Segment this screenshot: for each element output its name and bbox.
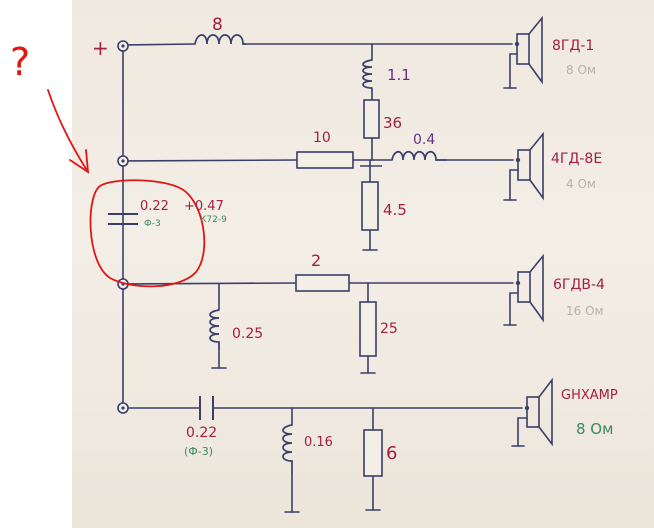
label-r-bottom: 6	[386, 443, 397, 464]
resistor-6	[363, 429, 383, 477]
resistor-25	[359, 301, 377, 357]
speaker-contacts	[514, 41, 530, 411]
speaker-1-impedance: 8 Ом	[566, 63, 596, 77]
speaker-2-impedance: 4 Ом	[566, 177, 596, 191]
paper-sheet	[72, 0, 654, 528]
spk4-ground	[517, 417, 528, 447]
label-cap-left-add: +0.47	[184, 199, 224, 214]
inductor-bottom	[282, 424, 293, 474]
label-cap-bottom-type: (Ф-3)	[184, 445, 213, 458]
speakers	[516, 15, 553, 447]
third-wire-left	[122, 282, 297, 285]
spk3-ground	[509, 292, 519, 326]
speaker-4-model: GHXAMP	[561, 388, 618, 403]
plus-label: +	[92, 36, 109, 60]
inductor-top	[194, 34, 246, 45]
capacitor-left	[108, 213, 138, 225]
capacitors	[108, 213, 214, 420]
label-l-bottom: 0.16	[304, 435, 333, 450]
speaker-1-model: 8ГД-1	[552, 38, 594, 54]
inductor-top-right	[362, 59, 373, 89]
label-l-third: 0.25	[232, 326, 263, 342]
spk2-ground	[509, 169, 519, 201]
labels: ? + 8 1.1 36 10 0.4 4.5 0.22 +0.47 Ф-3 К…	[10, 15, 618, 464]
label-cap-bottom: 0.22	[186, 425, 217, 441]
label-r-top-right: 36	[383, 114, 402, 132]
label-l-top-right: 1.1	[387, 66, 411, 84]
label-cap-left: 0.22	[140, 199, 169, 214]
inductor-third	[209, 309, 220, 350]
label-r-mid: 10	[313, 130, 331, 146]
label-r-third: 2	[311, 251, 321, 270]
speaker-2-icon	[517, 131, 544, 201]
wires	[122, 43, 528, 513]
resistor-10	[296, 151, 354, 169]
highlight-circle	[89, 179, 206, 288]
label-cap-left-type1: Ф-3	[144, 219, 161, 229]
arrow-head	[69, 149, 90, 174]
spk1-ground	[509, 53, 518, 89]
label-r-mid-down: 4.5	[383, 201, 407, 219]
top-wire-left	[122, 43, 196, 46]
resistor-2	[295, 274, 350, 292]
label-r-third-down: 25	[380, 321, 398, 337]
red-annotation	[47, 89, 206, 288]
mid-wire-left	[122, 159, 298, 162]
resistor-36	[363, 99, 380, 139]
label-cap-left-type2: К72-9	[200, 215, 227, 225]
speaker-4-icon	[526, 377, 553, 447]
resistors	[295, 99, 383, 477]
speaker-4-impedance: 8 Ом	[576, 420, 613, 438]
speaker-1-icon	[516, 15, 543, 85]
pointer-arrow	[47, 89, 89, 173]
inductor-mid	[391, 150, 447, 161]
inductors	[194, 34, 447, 474]
question-mark: ?	[10, 40, 30, 84]
label-l-top: 8	[212, 15, 223, 35]
resistor-4-5	[361, 181, 379, 231]
speaker-2-model: 4ГД-8Е	[551, 151, 602, 167]
capacitor-bottom	[199, 396, 214, 420]
speaker-3-impedance: 16 Ом	[566, 304, 604, 318]
white-margin	[0, 0, 72, 528]
label-l-mid: 0.4	[413, 132, 435, 148]
speaker-3-icon	[517, 253, 544, 323]
speaker-3-model: 6ГДВ-4	[553, 277, 605, 293]
